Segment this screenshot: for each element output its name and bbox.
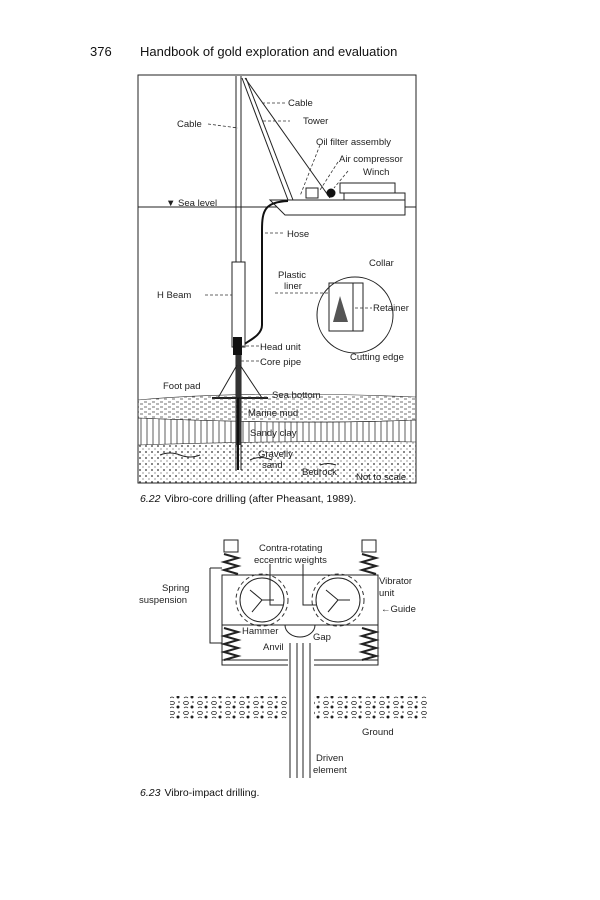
label-plastic: Plastic bbox=[278, 270, 306, 281]
label-cutting-edge: Cutting edge bbox=[350, 352, 404, 363]
label-marine-mud: Marine mud bbox=[248, 408, 298, 419]
figure-622-drawing: Cable Cable Tower Oil filter assembly Ai… bbox=[137, 74, 417, 484]
label-cable-top: Cable bbox=[288, 98, 313, 109]
label-vibrator: Vibrator bbox=[379, 576, 412, 587]
label-collar: Collar bbox=[369, 258, 394, 269]
label-air-compressor: Air compressor bbox=[339, 154, 403, 165]
label-winch: Winch bbox=[363, 167, 389, 178]
label-sandy-clay: Sandy clay bbox=[250, 428, 297, 439]
label-hammer: Hammer bbox=[242, 626, 278, 637]
label-head-unit: Head unit bbox=[260, 342, 301, 353]
label-sea-level: ▼ Sea level bbox=[166, 198, 217, 209]
label-cable-left: Cable bbox=[177, 119, 202, 130]
figure-623-drawing: Contra-rotating eccentric weights Spring… bbox=[139, 539, 428, 778]
figure-622-labels: Cable Cable Tower Oil filter assembly Ai… bbox=[157, 98, 409, 483]
label-h-beam: H Beam bbox=[157, 290, 191, 301]
label-element: element bbox=[313, 765, 347, 776]
figure-623-labels: Contra-rotating eccentric weights Spring… bbox=[139, 543, 416, 776]
running-header-title: Handbook of gold exploration and evaluat… bbox=[140, 44, 398, 59]
label-anvil: Anvil bbox=[263, 642, 284, 653]
figure-623-caption-text: Vibro-impact drilling. bbox=[164, 787, 260, 799]
label-core-pipe: Core pipe bbox=[260, 357, 301, 368]
figure-622-number: 6.22 bbox=[140, 493, 161, 505]
label-retainer: Retainer bbox=[373, 303, 409, 314]
label-eccentric-weights: eccentric weights bbox=[254, 555, 327, 566]
label-ground: Ground bbox=[362, 727, 394, 738]
label-spring: Spring bbox=[162, 583, 189, 594]
label-oil-filter: Oil filter assembly bbox=[316, 137, 391, 148]
page-number: 376 bbox=[90, 44, 112, 59]
label-driven: Driven bbox=[316, 753, 343, 764]
label-unit: unit bbox=[379, 588, 395, 599]
label-gap: Gap bbox=[313, 632, 331, 643]
label-sand: sand bbox=[262, 460, 283, 471]
label-hose: Hose bbox=[287, 229, 309, 240]
label-gravelly: Gravelly bbox=[258, 449, 293, 460]
label-guide: ←Guide bbox=[381, 604, 416, 615]
label-bedrock: Bedrock bbox=[302, 467, 337, 478]
figure-623-number: 6.23 bbox=[140, 787, 161, 799]
figure-622-caption-text: Vibro-core drilling (after Pheasant, 198… bbox=[164, 493, 357, 505]
label-contra-rotating: Contra-rotating bbox=[259, 543, 322, 554]
label-liner: liner bbox=[284, 281, 302, 292]
label-tower: Tower bbox=[303, 116, 328, 127]
label-suspension: suspension bbox=[139, 595, 187, 606]
label-foot-pad: Foot pad bbox=[163, 381, 201, 392]
label-not-to-scale: Not to scale bbox=[356, 472, 406, 483]
label-sea-bottom: Sea bottom bbox=[272, 390, 321, 401]
